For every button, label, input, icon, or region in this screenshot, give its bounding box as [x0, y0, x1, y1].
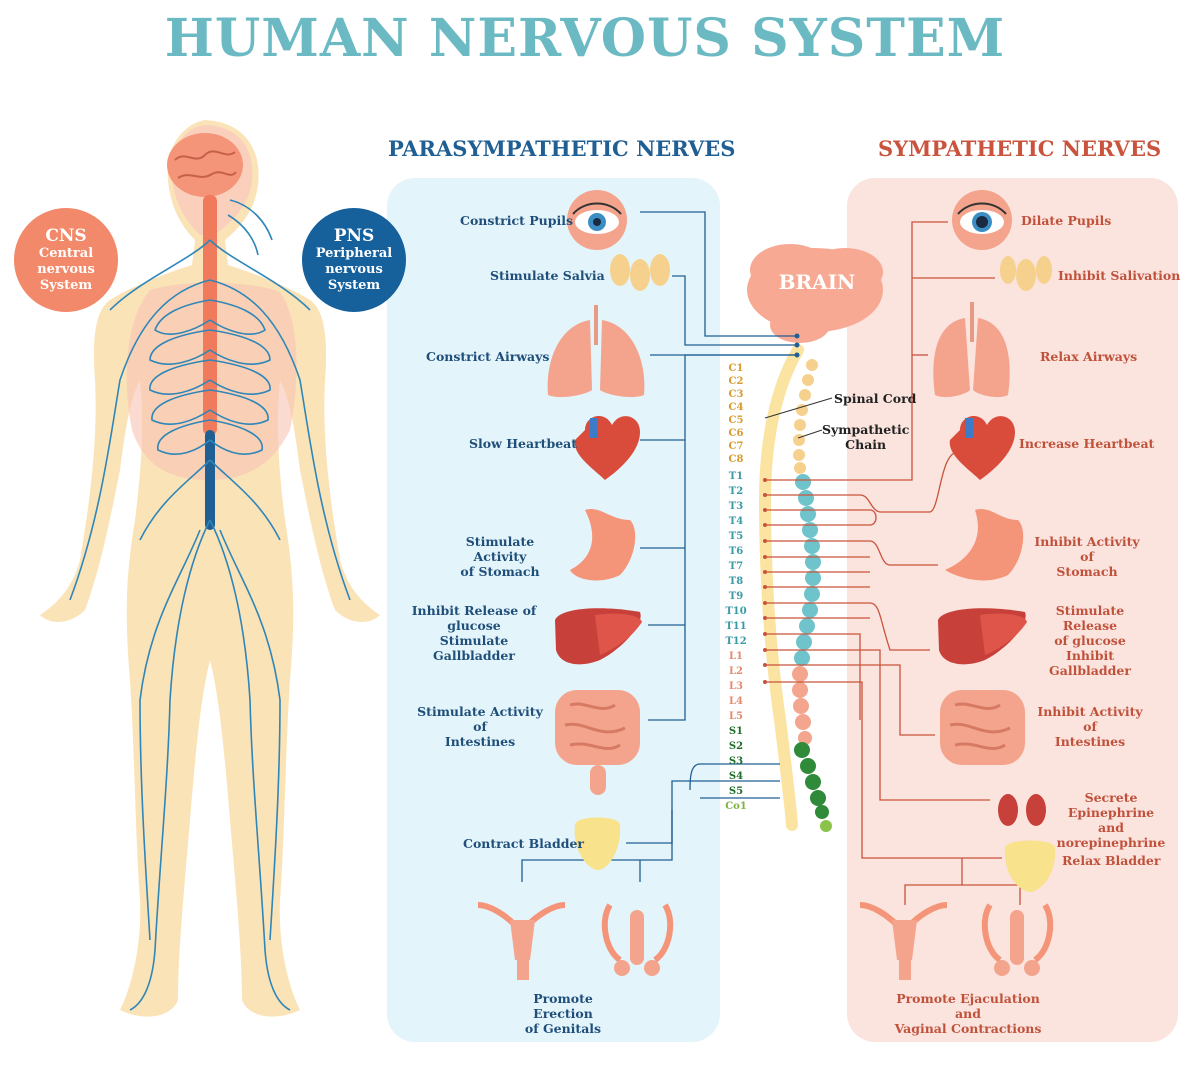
segment-s3: S3 [728, 756, 744, 767]
segment-co1: Co1 [725, 801, 747, 812]
nerve-network [69, 199, 351, 1011]
female-reproductive-icon-sympathetic [859, 902, 948, 980]
segment-c3: C3 [728, 389, 744, 400]
label-promote-erection: Promote Erection of Genitals [524, 991, 602, 1036]
sympathetic-chain [792, 359, 832, 832]
segment-l2: L2 [729, 666, 743, 677]
label-constrict-airways: Constrict Airways [426, 349, 550, 364]
segment-c1: C1 [728, 363, 744, 374]
label-relax-bladder: Relax Bladder [1062, 853, 1161, 868]
spinal-cord [758, 344, 804, 831]
segment-t11: T11 [725, 621, 747, 632]
label-increase-heartbeat: Increase Heartbeat [1019, 436, 1155, 451]
segment-c7: C7 [728, 441, 744, 452]
label-constrict-pupils: Constrict Pupils [460, 213, 574, 228]
brain-cloud [747, 244, 883, 343]
female-reproductive-icon [477, 902, 566, 980]
stomach-icon-sympathetic [945, 508, 1024, 581]
sympathetic-title: SYMPATHETIC NERVES [878, 136, 1162, 161]
male-reproductive-icon [601, 903, 674, 976]
segment-c8: C8 [728, 454, 744, 465]
parasympathetic-pathways [521, 211, 797, 882]
parasympathetic-title: PARASYMPATHETIC NERVES [388, 136, 736, 161]
label-secrete-epinephrine: Secrete Epinephrine and norepinephrine [1056, 790, 1166, 850]
segment-s2: S2 [728, 741, 744, 752]
segment-s5: S5 [728, 786, 744, 797]
label-relax-airways: Relax Airways [1040, 349, 1138, 364]
sympathetic-panel [847, 178, 1178, 1042]
label-dilate-pupils: Dilate Pupils [1021, 213, 1112, 228]
segment-l4: L4 [729, 696, 743, 707]
segment-t12: T12 [725, 636, 747, 647]
label-inhibit-salivation: Inhibit Salivation [1058, 268, 1181, 283]
segment-l3: L3 [729, 681, 743, 692]
segment-t4: T4 [728, 516, 744, 527]
segment-l1: L1 [729, 651, 743, 662]
heart-icon [574, 415, 640, 480]
segment-t6: T6 [728, 546, 744, 557]
parasympathetic-panel [387, 178, 720, 1042]
segment-t1: T1 [728, 471, 744, 482]
segment-l5: L5 [729, 711, 743, 722]
lungs-icon-sympathetic [933, 302, 1010, 398]
segment-t7: T7 [728, 561, 744, 572]
salivary-gland-icon [610, 254, 670, 291]
cns-abbr: CNS [45, 226, 87, 246]
label-stimulate-stomach: Stimulate Activity of Stomach [460, 534, 540, 579]
label-slow-heartbeat: Slow Heartbeat [469, 436, 578, 451]
label-inhibit-glucose: Inhibit Release of glucose Stimulate Gal… [411, 603, 537, 663]
intestines-icon-sympathetic [940, 690, 1025, 765]
eye-icon-sympathetic [952, 190, 1012, 250]
stomach-icon [570, 508, 636, 581]
male-reproductive-icon-sympathetic [981, 903, 1054, 976]
label-inhibit-intestines: Inhibit Activity of Intestines [1037, 704, 1143, 749]
cns-text: Central nervous System [37, 246, 95, 293]
pns-badge: PNS Peripheral nervous System [302, 208, 406, 312]
brain-label: BRAIN [778, 270, 856, 294]
pns-abbr: PNS [333, 226, 375, 246]
page-title: HUMAN NERVOUS SYSTEM [164, 8, 1006, 69]
sympathetic-chain-label: Sympathetic Chain [822, 422, 910, 452]
label-stimulate-glucose: Stimulate Release of glucose Inhibit Gal… [1049, 603, 1131, 678]
label-inhibit-stomach: Inhibit Activity of Stomach [1034, 534, 1140, 579]
segment-t3: T3 [728, 501, 744, 512]
label-stimulate-intestines: Stimulate Activity of Intestines [417, 704, 543, 749]
segment-t8: T8 [728, 576, 744, 587]
adrenal-kidney-icon [998, 794, 1046, 826]
segment-c5: C5 [728, 415, 744, 426]
segment-c6: C6 [728, 428, 744, 439]
segment-t9: T9 [728, 591, 744, 602]
lungs-icon [547, 305, 645, 398]
liver-icon-sympathetic [938, 608, 1027, 665]
spinal-cord-label: Spinal Cord [834, 391, 917, 406]
segment-c4: C4 [728, 402, 744, 413]
segment-t10: T10 [725, 606, 747, 617]
label-promote-ejaculation: Promote Ejaculation and Vaginal Contract… [894, 991, 1042, 1036]
segment-s4: S4 [728, 771, 744, 782]
segment-c2: C2 [728, 376, 744, 387]
cns-badge: CNS Central nervous System [14, 208, 118, 312]
label-contract-bladder: Contract Bladder [463, 836, 585, 851]
pns-text: Peripheral nervous System [315, 246, 393, 293]
bladder-icon [574, 817, 621, 870]
segment-list: C1 C2 C3 C4 C5 C6 C7 C8 T1 T2 T3 T4 T5 T… [721, 363, 751, 812]
label-stimulate-salvia: Stimulate Salvia [490, 268, 605, 283]
intestines-icon [555, 690, 640, 795]
bladder-icon-sympathetic [1004, 840, 1056, 892]
brain-icon [167, 133, 243, 197]
heart-icon-sympathetic [949, 415, 1015, 480]
segment-t2: T2 [728, 486, 744, 497]
eye-icon [567, 190, 627, 250]
spinal-cord-figure [203, 195, 217, 435]
salivary-gland-icon-sympathetic [1000, 256, 1052, 291]
sympathetic-pathways [765, 221, 1021, 905]
liver-icon [555, 608, 642, 665]
segment-t5: T5 [728, 531, 744, 542]
segment-s1: S1 [728, 726, 744, 737]
